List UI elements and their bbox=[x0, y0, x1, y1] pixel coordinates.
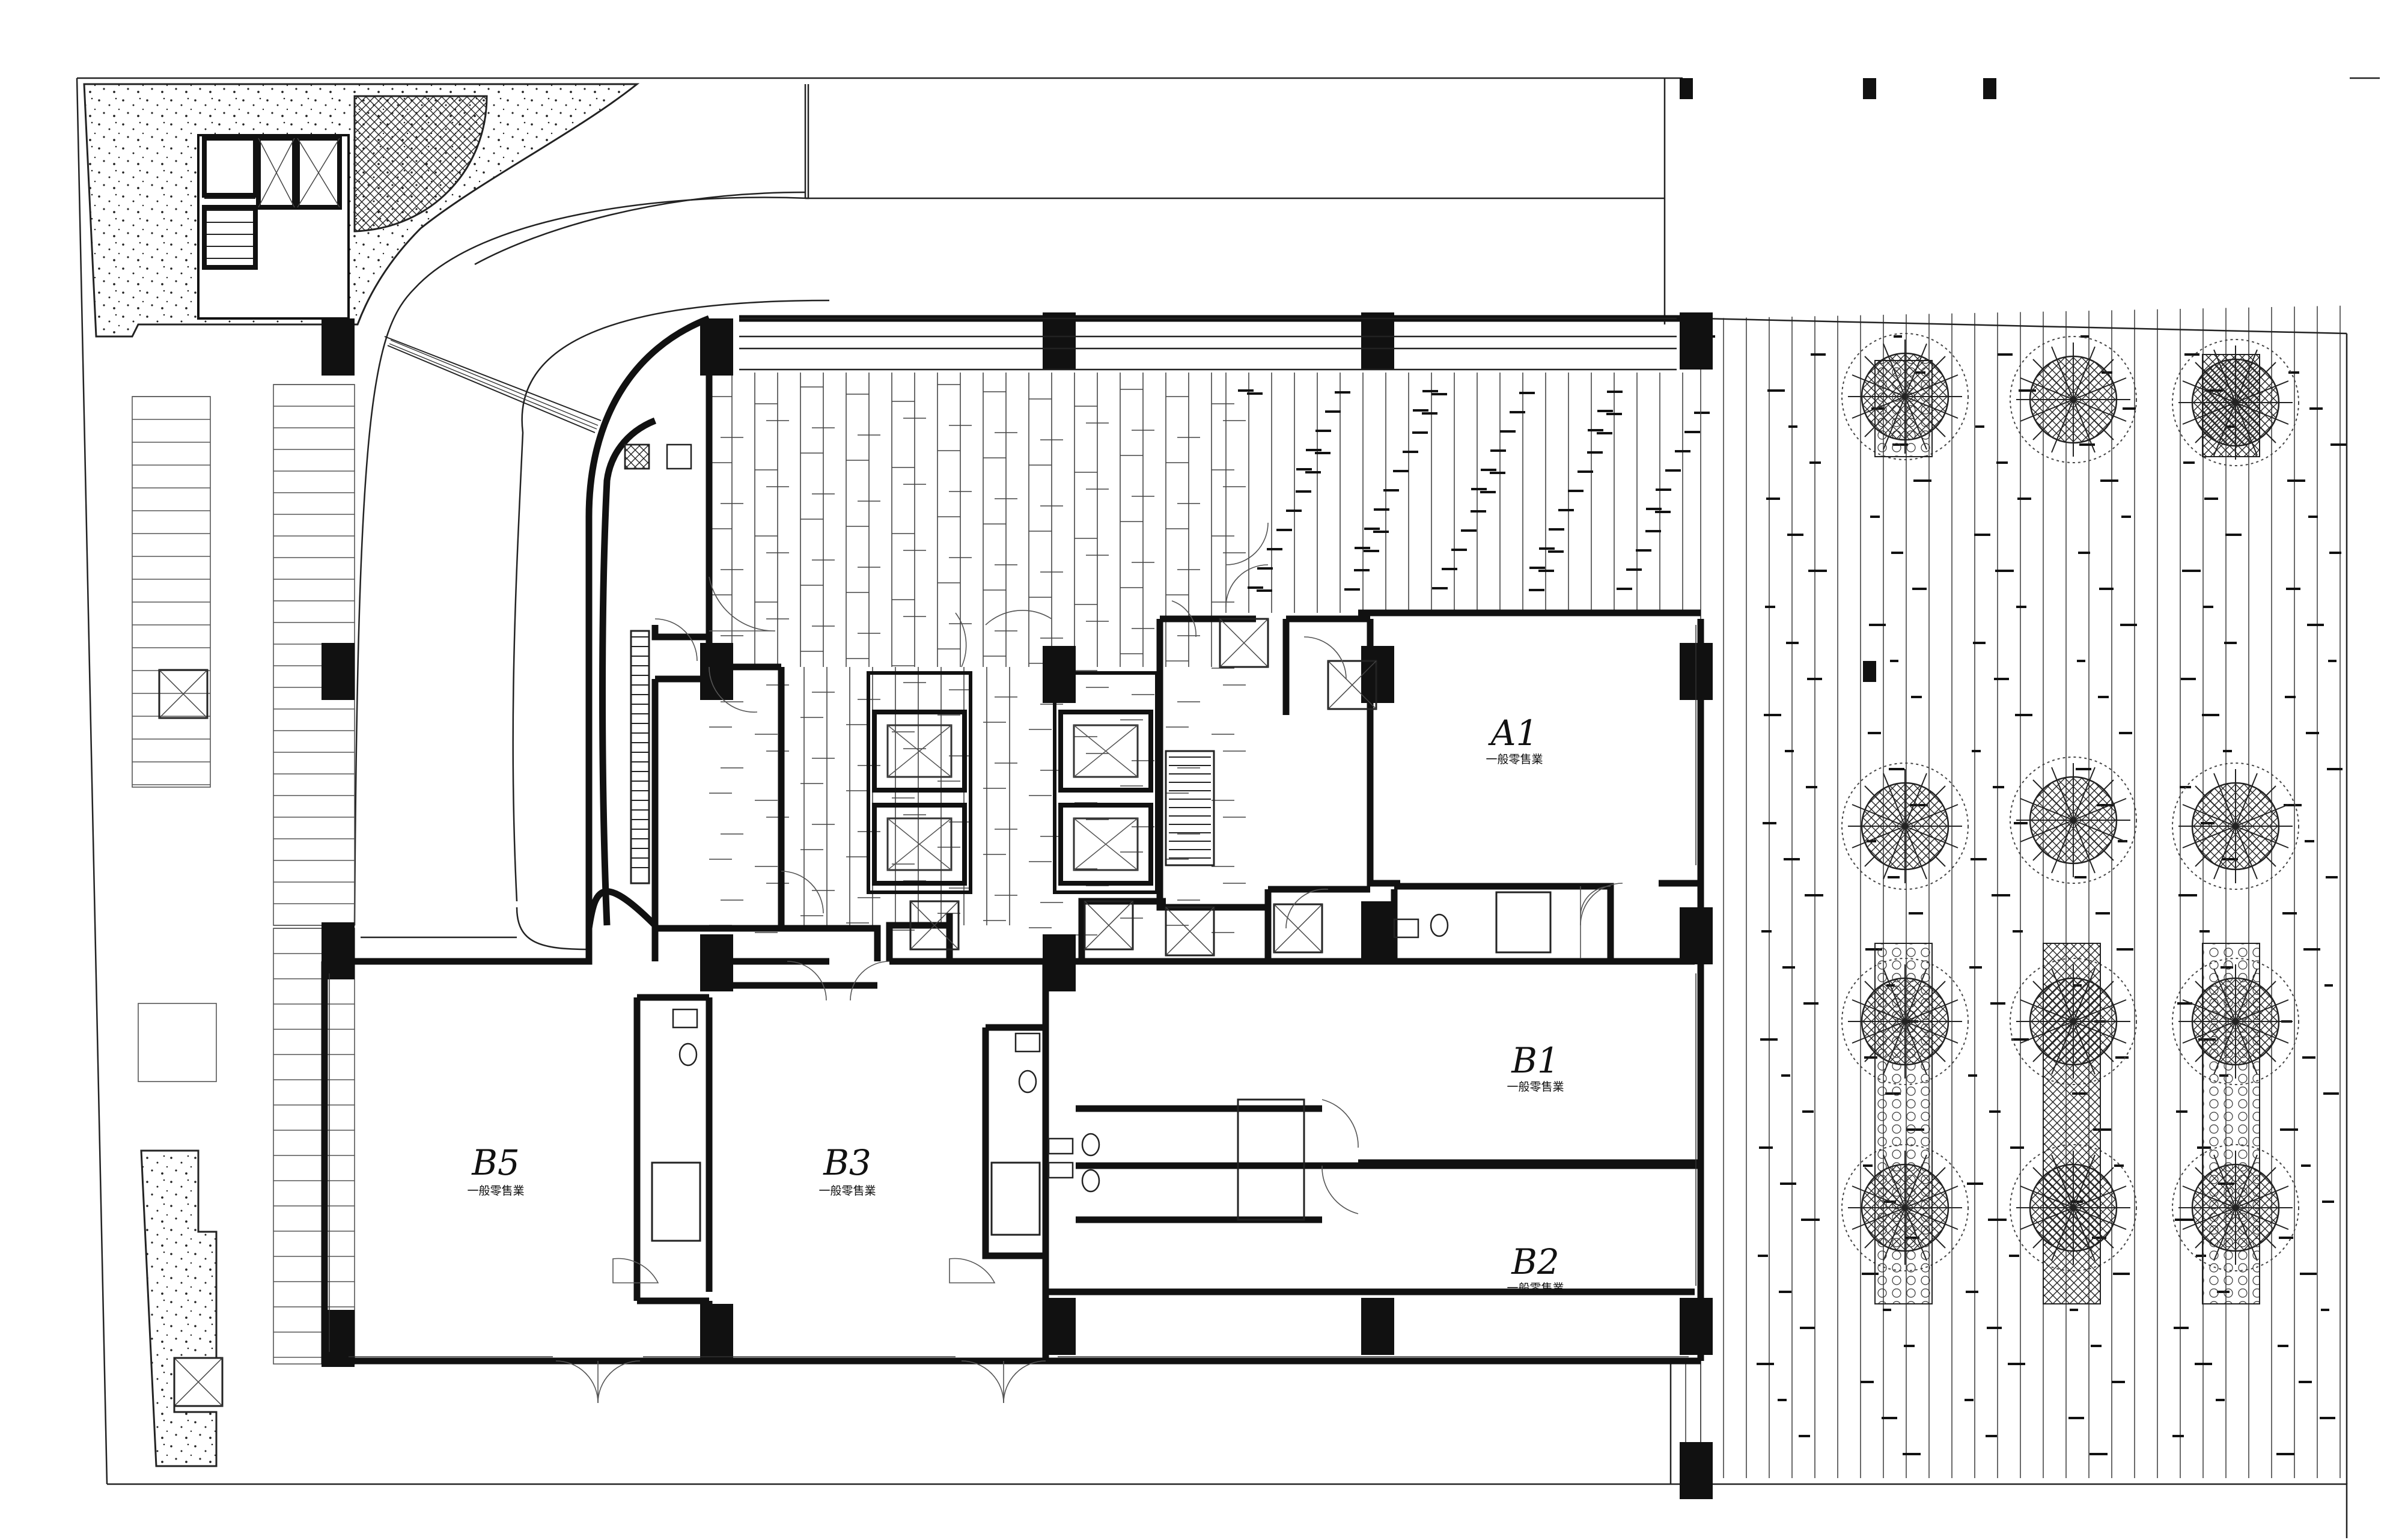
lobby-paving bbox=[709, 373, 1710, 936]
quarter-paving-feature bbox=[353, 95, 488, 233]
unit-B5: B5 一般零售業 bbox=[467, 1142, 524, 1198]
shaft-box-west bbox=[158, 669, 209, 719]
unit-B3-use: 一般零售業 bbox=[818, 1184, 876, 1198]
doors bbox=[555, 522, 1623, 1404]
unit-B1: B1 一般零售業 bbox=[1507, 1040, 1564, 1094]
elevator-bank-west bbox=[867, 671, 972, 894]
interior-walls bbox=[633, 324, 1701, 1361]
shaft-box-southwest bbox=[173, 1357, 224, 1407]
unit-A1-use: 一般零售業 bbox=[1486, 753, 1543, 766]
plaza-planters bbox=[1874, 354, 2260, 1304]
storefront-glazing bbox=[329, 625, 1696, 1357]
unit-B5-use: 一般零售業 bbox=[467, 1184, 524, 1198]
building-walls bbox=[321, 315, 1704, 1365]
landscape-planter-south bbox=[140, 1149, 218, 1467]
stair-cores bbox=[630, 630, 1552, 1242]
site-boundary bbox=[76, 77, 2380, 1538]
unit-B3-label: B3 bbox=[823, 1142, 871, 1183]
unit-A1-label: A1 bbox=[1488, 713, 1538, 753]
unit-B2: B2 一般零售業 bbox=[1507, 1241, 1564, 1295]
shaft-box-lobby-2 bbox=[1084, 900, 1134, 951]
shaft-box-east-4 bbox=[1165, 906, 1215, 957]
unit-B1-label: B1 bbox=[1511, 1040, 1559, 1081]
structural-columns bbox=[322, 78, 1996, 1499]
plaza-paving bbox=[1669, 305, 2348, 1484]
canopy-strip bbox=[739, 317, 1677, 371]
unit-B1-use: 一般零售業 bbox=[1507, 1080, 1564, 1094]
driveway bbox=[353, 78, 1666, 951]
unit-A1: A1 一般零售業 bbox=[1486, 713, 1543, 766]
shaft-box-east-1 bbox=[1219, 618, 1269, 668]
unit-B2-use: 一般零售業 bbox=[1507, 1282, 1564, 1295]
unit-B2-label: B2 bbox=[1511, 1241, 1559, 1282]
unit-B5-label: B5 bbox=[471, 1142, 520, 1183]
stair-core-nw bbox=[197, 134, 350, 320]
unit-B3: B3 一般零售業 bbox=[818, 1142, 876, 1198]
shaft-box-east-2 bbox=[1273, 903, 1323, 954]
restroom-fixtures bbox=[624, 443, 1449, 1193]
ramp-grating bbox=[389, 339, 599, 430]
elevator-bank-east bbox=[1053, 671, 1159, 894]
stair-treads bbox=[204, 198, 255, 259]
